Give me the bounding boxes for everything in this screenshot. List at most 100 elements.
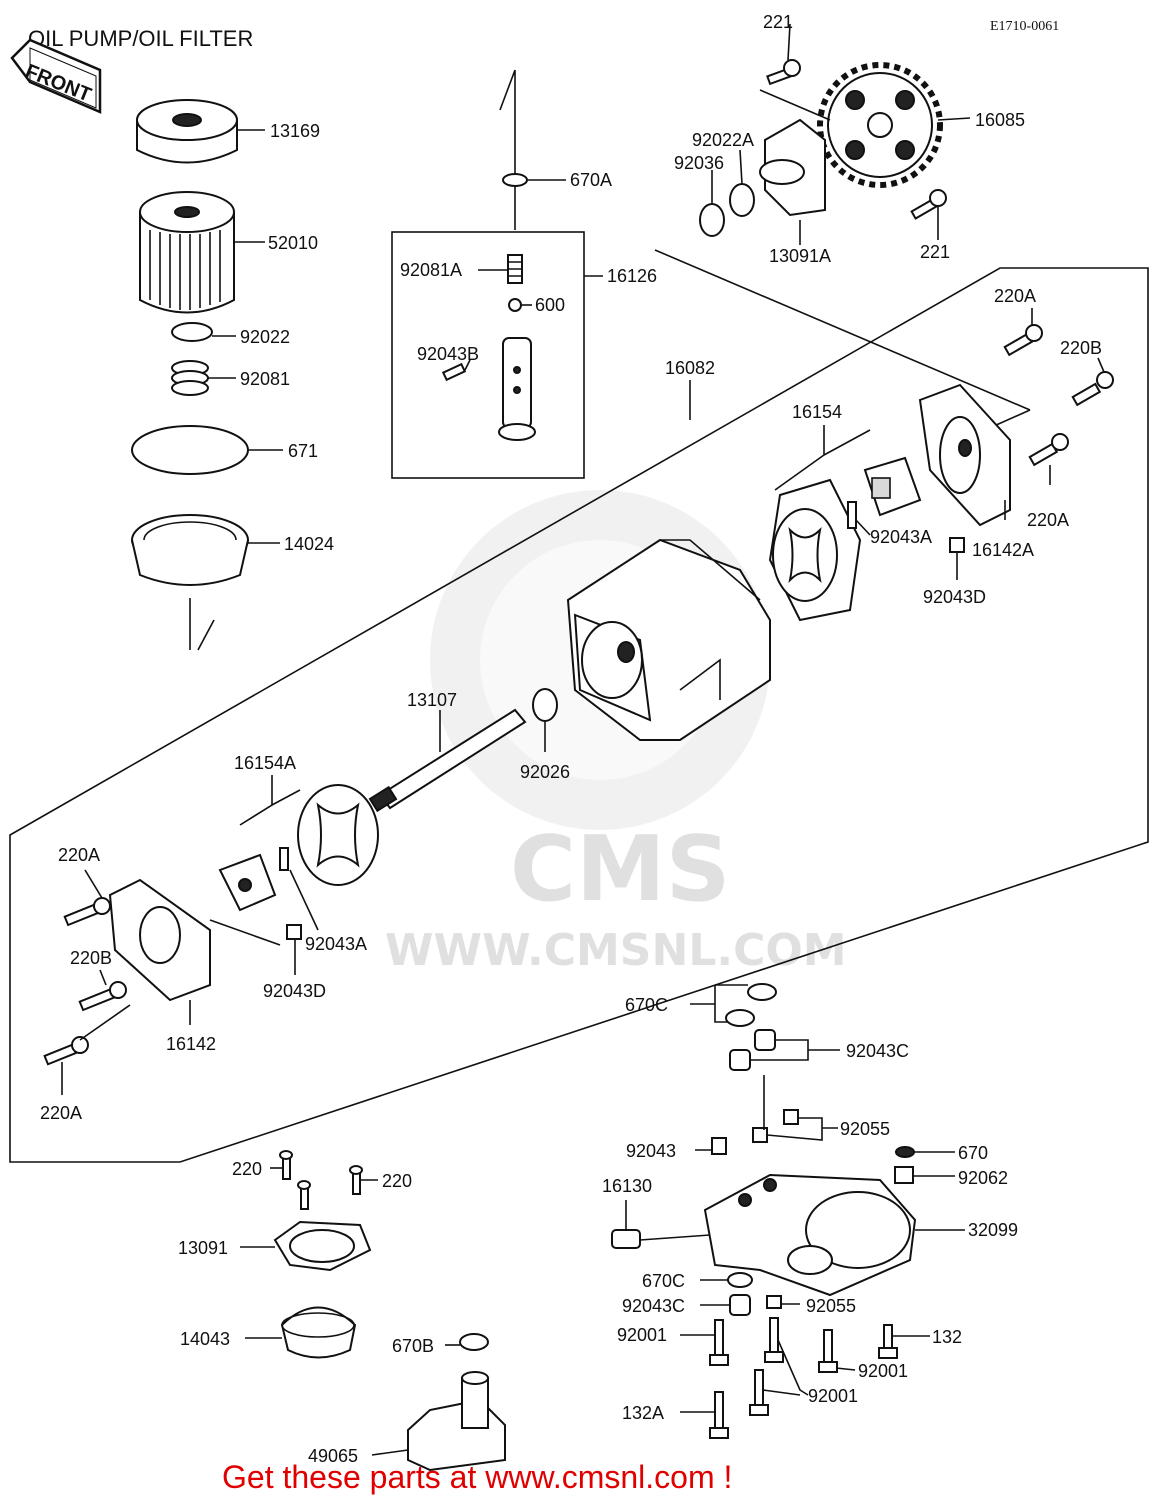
- bolt-132: [878, 1324, 898, 1359]
- label-92043C-top: 92043C: [846, 1041, 909, 1061]
- bolt-220A-right: [1028, 433, 1069, 467]
- page-title: OIL PUMP/OIL FILTER: [28, 26, 253, 51]
- dowel-92043C-b: [729, 1049, 751, 1071]
- oil-filter-element: [139, 191, 235, 314]
- pin-92043B: [441, 362, 467, 382]
- watermark-brand: CMS: [510, 817, 730, 922]
- label-13107: 13107: [407, 690, 457, 710]
- dowel-92043C-a: [754, 1029, 776, 1051]
- pump-housing-16082: [566, 538, 771, 741]
- leader-lines: [61, 23, 1105, 1456]
- label-92081A: 92081A: [400, 260, 462, 280]
- diagram-code: E1710-0061: [990, 19, 1059, 34]
- rotor-16154: [768, 478, 862, 622]
- spring-92081A: [507, 254, 523, 284]
- label-16142: 16142: [166, 1034, 216, 1054]
- label-49065: 49065: [308, 1446, 358, 1466]
- label-92001-left: 92001: [617, 1325, 667, 1345]
- gear-16085: [817, 62, 943, 188]
- washer-92022: [171, 322, 213, 342]
- label-221-right: 221: [920, 242, 950, 262]
- label-220A-top: 220A: [994, 286, 1036, 306]
- label-670C-top: 670C: [625, 995, 668, 1015]
- inner-rotor-16154: [863, 456, 922, 517]
- washer-92022A: [729, 183, 755, 217]
- plate-13091: [273, 1220, 372, 1272]
- label-92043: 92043: [626, 1141, 676, 1161]
- nozzle-16130: [611, 1229, 641, 1249]
- label-92022A: 92022A: [692, 130, 754, 150]
- label-600: 600: [535, 295, 565, 315]
- label-92043D-right: 92043D: [923, 587, 986, 607]
- pin-92043A-right: [847, 501, 857, 529]
- footer-link-text[interactable]: Get these parts at www.cmsnl.com !: [222, 1459, 732, 1495]
- dowel-92062: [894, 1166, 914, 1184]
- inner-rotor-16154A: [218, 853, 277, 912]
- label-16126: 16126: [607, 266, 657, 286]
- o-ring-670A: [502, 173, 528, 187]
- bolt-220B-top: [1071, 371, 1114, 407]
- relief-valve-body: [498, 337, 536, 441]
- screen-14043: [280, 1306, 357, 1359]
- label-92062: 92062: [958, 1168, 1008, 1188]
- label-220B-top: 220B: [1060, 338, 1102, 358]
- oil-pump-assembly-outline: [9, 267, 1149, 1163]
- o-ring-670: [895, 1146, 915, 1158]
- label-13091: 13091: [178, 1238, 228, 1258]
- label-670B: 670B: [392, 1336, 434, 1356]
- pump-cover-16142: [108, 878, 211, 1002]
- label-220A-left: 220A: [58, 845, 100, 865]
- dowel-92055-mid: [766, 1295, 782, 1309]
- pump-cover-16142A: [918, 383, 1011, 527]
- dowel-92043: [711, 1137, 727, 1155]
- label-32099: 32099: [968, 1220, 1018, 1240]
- label-52010: 52010: [268, 233, 318, 253]
- dowel-92055-b: [752, 1127, 768, 1143]
- ball-600: [508, 298, 522, 312]
- label-16082: 16082: [665, 358, 715, 378]
- label-220B-left: 220B: [70, 948, 112, 968]
- o-ring-670C-lower: [725, 1009, 755, 1027]
- label-16154: 16154: [792, 402, 842, 422]
- label-92036: 92036: [674, 153, 724, 173]
- label-671: 671: [288, 441, 318, 461]
- label-220-left: 220: [232, 1159, 262, 1179]
- bracket-13091A: [759, 118, 826, 217]
- pin-92043D-right: [949, 537, 965, 553]
- oil-pump-body-32099: [703, 1173, 917, 1297]
- filter-cap: [136, 99, 238, 164]
- bolt-92001-c: [818, 1329, 838, 1373]
- pin-92043A-left: [279, 847, 289, 871]
- watermark-url: WWW.CMSNL.COM: [385, 925, 847, 976]
- label-92022: 92022: [240, 327, 290, 347]
- label-670: 670: [958, 1143, 988, 1163]
- bolt-221-right: [910, 189, 947, 220]
- bolt-92001-b: [764, 1317, 784, 1363]
- filter-bolt-14024: [131, 514, 249, 586]
- label-92043B: 92043B: [417, 344, 479, 364]
- label-92026: 92026: [520, 762, 570, 782]
- bolt-92001-a: [709, 1319, 729, 1366]
- spring-92081: [171, 360, 209, 396]
- bolt-221-top: [766, 59, 801, 86]
- circlip-92036: [699, 203, 725, 237]
- pin-92043D-left: [286, 924, 302, 940]
- bolt-220A-top: [1003, 324, 1043, 357]
- label-16130: 16130: [602, 1176, 652, 1196]
- label-670C-mid: 670C: [642, 1271, 685, 1291]
- label-16142A: 16142A: [972, 540, 1034, 560]
- label-221-top: 221: [763, 12, 793, 32]
- label-14043: 14043: [180, 1329, 230, 1349]
- label-13091A: 13091A: [769, 246, 831, 266]
- label-220-right: 220: [382, 1171, 412, 1191]
- screw-220-a: [279, 1150, 293, 1180]
- label-92055-top: 92055: [840, 1119, 890, 1139]
- label-92055-mid: 92055: [806, 1296, 856, 1316]
- bolt-220A-left: [63, 897, 111, 927]
- label-16085: 16085: [975, 110, 1025, 130]
- screw-220-b: [297, 1180, 311, 1210]
- label-92043D-left: 92043D: [263, 981, 326, 1001]
- shaft-13107: [368, 708, 527, 813]
- label-13169: 13169: [270, 121, 320, 141]
